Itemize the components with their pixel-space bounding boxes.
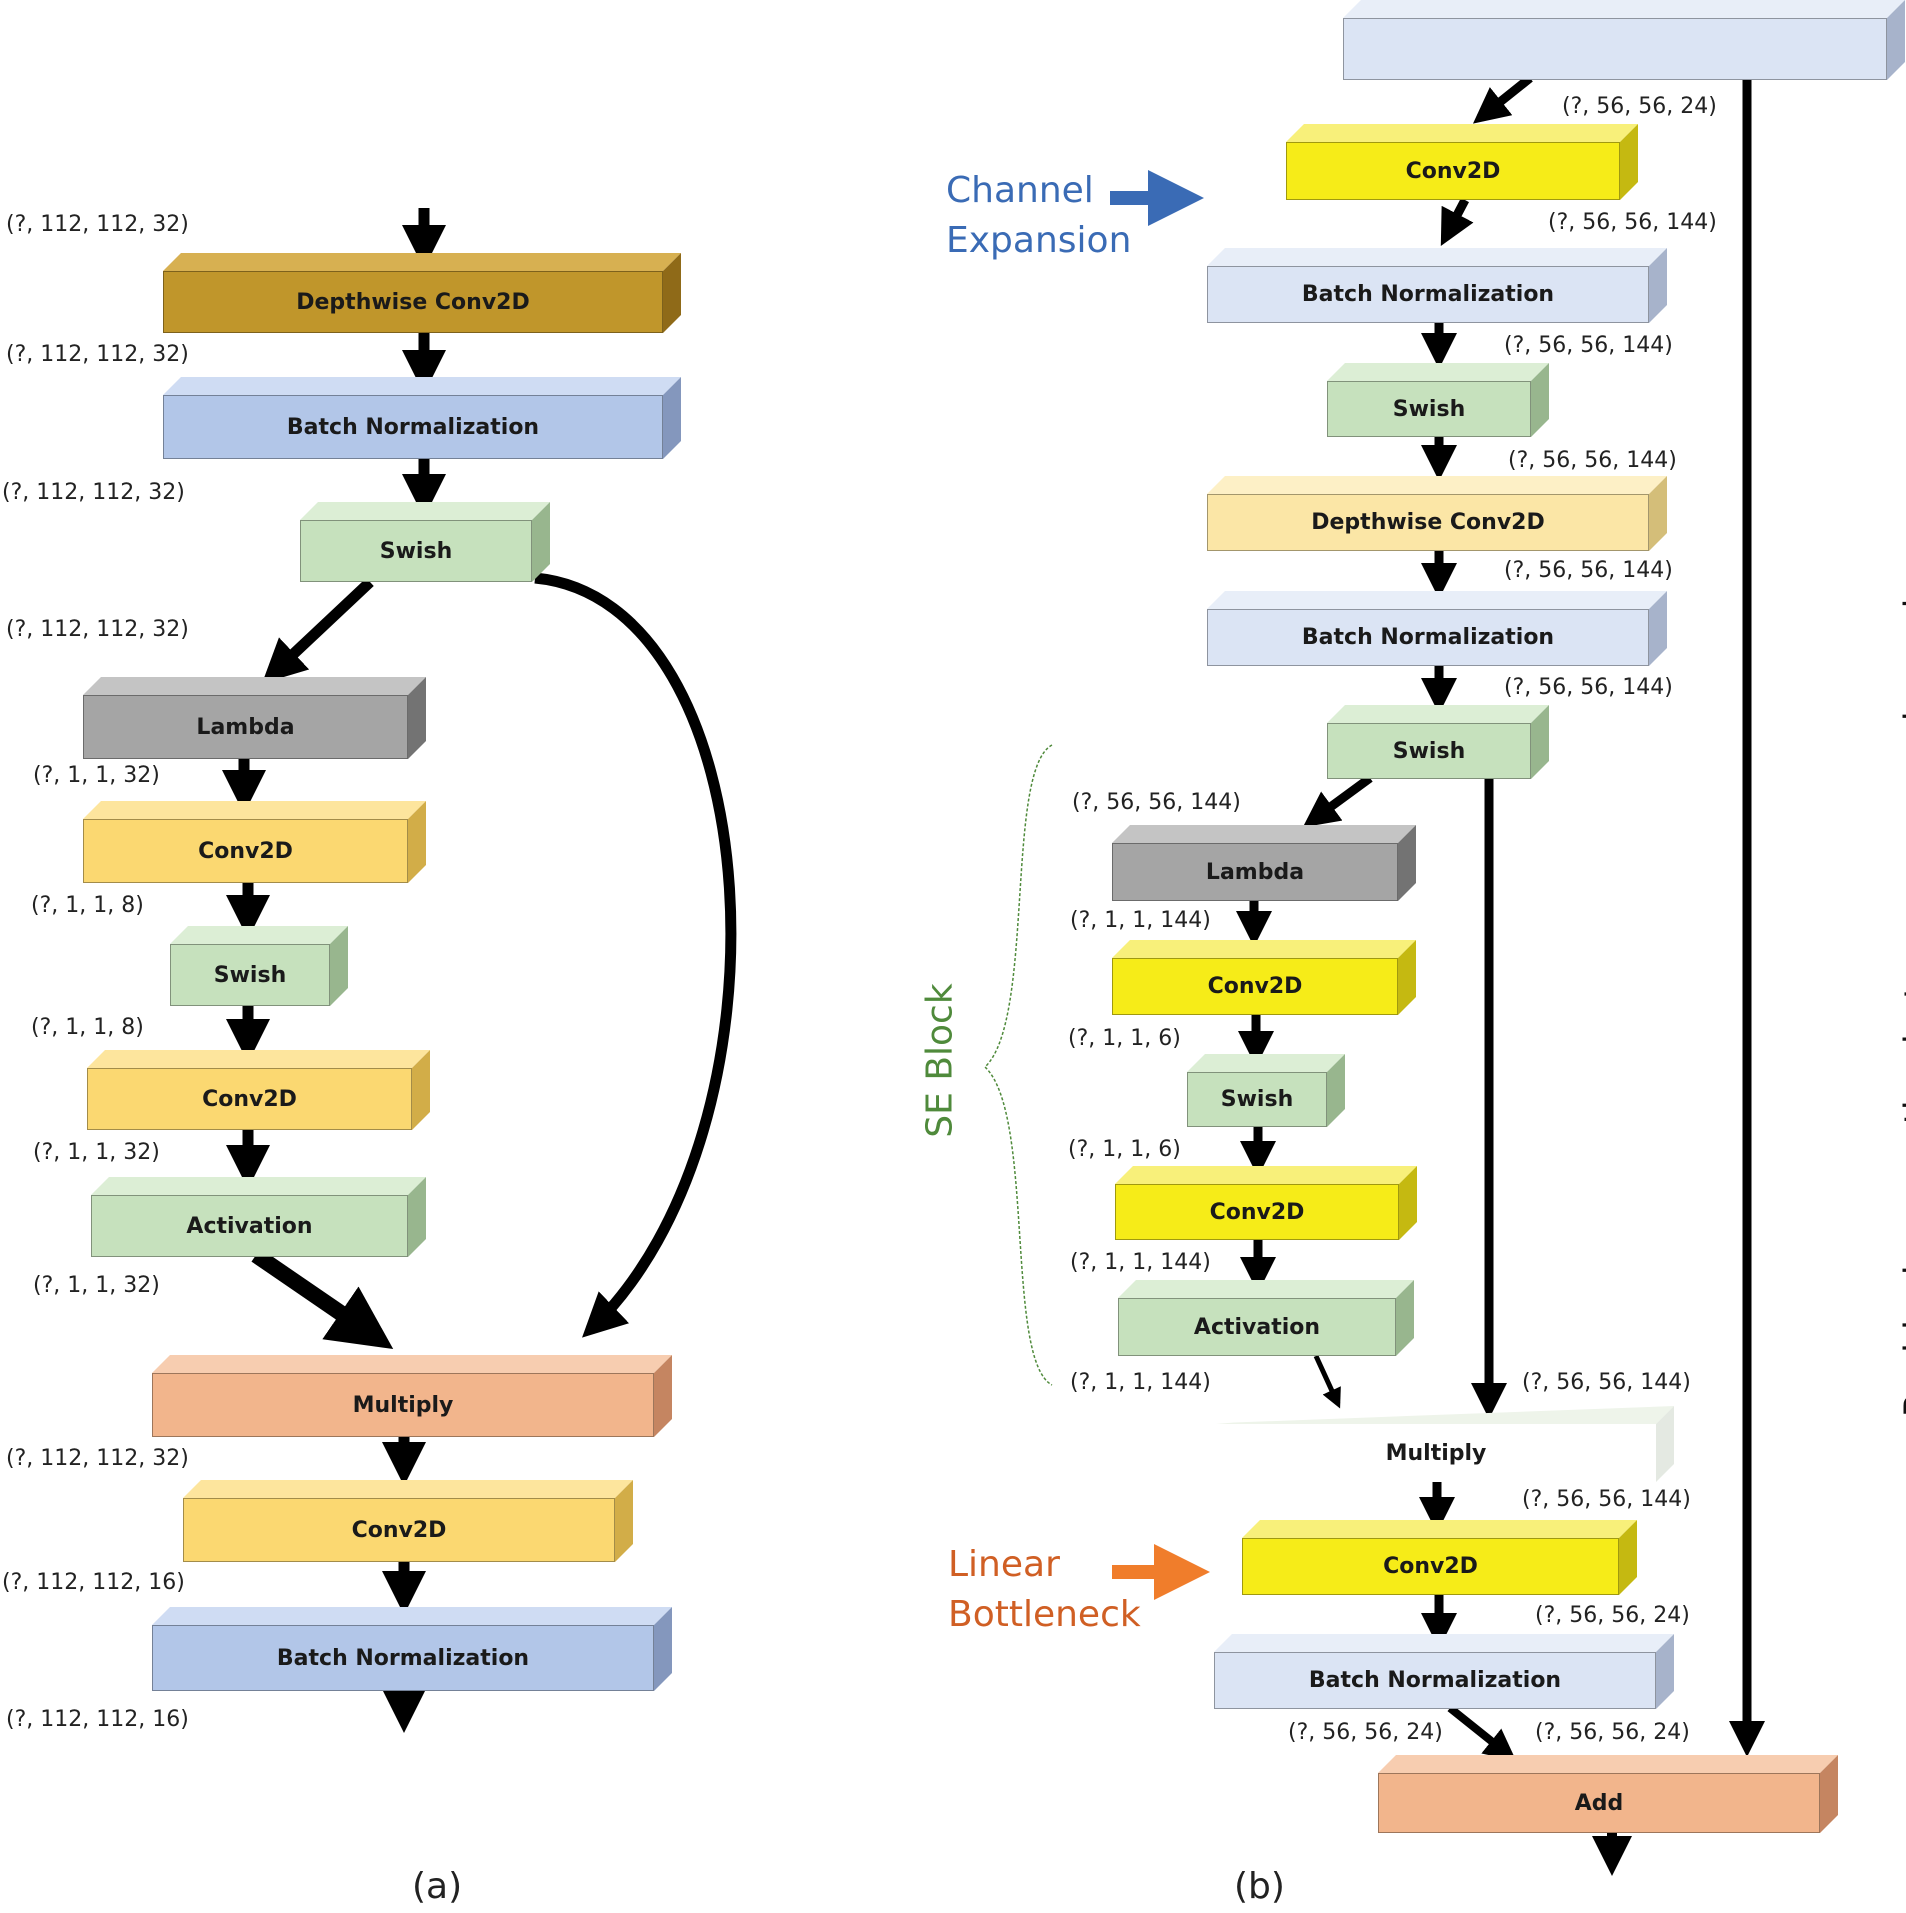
shape-label: (?, 1, 1, 6) (1068, 1137, 1181, 1162)
activation-block: Activation (91, 1177, 426, 1257)
shape-label: (?, 112, 112, 32) (6, 342, 189, 367)
shape-label: (?, 112, 112, 32) (6, 1446, 189, 1471)
shape-label: (?, 56, 56, 144) (1072, 790, 1241, 815)
shape-label: (?, 1, 1, 144) (1070, 1250, 1211, 1275)
shape-label: (?, 112, 112, 32) (2, 480, 185, 505)
conv2d-block: Conv2D (83, 801, 426, 883)
se-block-note: SE Block (919, 983, 961, 1138)
arrow-b-2 (1440, 197, 1474, 246)
multiply-block: Multiply (1216, 1406, 1674, 1482)
multiply-label: Multiply (1385, 1440, 1487, 1466)
arrow-b-7 (1302, 774, 1373, 828)
shape-label: (?, 56, 56, 24) (1535, 1603, 1690, 1628)
shape-label: (?, 112, 112, 16) (2, 1570, 185, 1595)
conv2d-label: Conv2D (1383, 1554, 1478, 1579)
batch-normalization-block: Batch Normalization (152, 1607, 672, 1691)
swish-label: Swish (1392, 396, 1466, 422)
shape-label: (?, 112, 112, 32) (6, 212, 189, 237)
shape-label: (?, 56, 56, 144) (1522, 1487, 1691, 1512)
activation-label: Activation (1193, 1314, 1321, 1340)
shape-label: (?, 1, 1, 144) (1070, 1370, 1211, 1395)
arrow-a-8 (251, 1248, 394, 1350)
conv2d-label: Conv2D (351, 1517, 447, 1543)
lambda-label: Lambda (196, 714, 295, 740)
shape-label: (?, 1, 1, 6) (1068, 1026, 1181, 1051)
batch-normalization-block: Batch Normalization (163, 377, 681, 459)
batch-normalization-label: Batch Normalization (276, 1645, 530, 1671)
conv2d-block: Conv2D (1286, 124, 1638, 200)
lambda-label: Lambda (1205, 859, 1305, 885)
shape-label: (?, 56, 56, 144) (1504, 333, 1673, 358)
shape-label: (?, 56, 56, 144) (1504, 675, 1673, 700)
caption-b: (b) (1234, 1866, 1285, 1907)
shape-label: (?, 1, 1, 8) (31, 1015, 144, 1040)
activation-block: Activation (1118, 1280, 1414, 1356)
shape-label: (?, 56, 56, 24) (1535, 1720, 1690, 1745)
residual-note: Residual connection between narrow chann… (1897, 579, 1906, 1418)
swish-block: Swish (1327, 363, 1549, 437)
shape-label: (?, 1, 1, 144) (1070, 908, 1211, 933)
arrow-a-skip (534, 572, 737, 1338)
shape-label: (?, 1, 1, 8) (31, 893, 144, 918)
input-block (1343, 0, 1905, 80)
shape-label: (?, 56, 56, 144) (1522, 1370, 1691, 1395)
conv2d-label: Conv2D (1405, 158, 1501, 184)
conv2d-label: Conv2D (1209, 1199, 1305, 1225)
depthwise-conv2d-label: Depthwise Conv2D (1311, 510, 1545, 535)
conv2d-label: Conv2D (202, 1086, 297, 1112)
swish-label: Swish (1220, 1087, 1294, 1112)
shape-label: (?, 1, 1, 32) (33, 763, 160, 788)
swish-label: Swish (379, 538, 453, 564)
conv2d-block: Conv2D (183, 1480, 633, 1562)
lambda-block: Lambda (83, 677, 426, 759)
conv2d-block: Conv2D (1115, 1166, 1417, 1240)
shape-label: (?, 56, 56, 144) (1504, 558, 1673, 583)
shape-label: (?, 1, 1, 32) (33, 1140, 160, 1165)
swish-block: Swish (170, 926, 348, 1006)
activation-label: Activation (186, 1213, 313, 1239)
add-block: Add (1378, 1755, 1838, 1833)
shape-label: (?, 56, 56, 144) (1548, 210, 1717, 235)
conv2d-block: Conv2D (87, 1050, 430, 1130)
swish-block: Swish (1327, 705, 1549, 779)
linear-bottleneck-note: Linear Bottleneck (948, 1544, 1141, 1635)
batch-normalization-label: Batch Normalization (1308, 1668, 1562, 1693)
conv2d-label: Conv2D (198, 838, 293, 864)
arrow-b-12 (1313, 1354, 1341, 1409)
batch-normalization-block: Batch Normalization (1207, 591, 1667, 666)
multiply-block: Multiply (152, 1355, 672, 1437)
batch-normalization-block: Batch Normalization (1214, 1634, 1674, 1709)
arrow-b-1 (1472, 74, 1533, 124)
depthwise-conv2d-block: Depthwise Conv2D (163, 253, 681, 333)
batch-normalization-label: Batch Normalization (1301, 282, 1555, 307)
lambda-block: Lambda (1112, 825, 1416, 901)
se-block-brace (983, 744, 1053, 1386)
shape-label: (?, 56, 56, 24) (1288, 1720, 1443, 1745)
shape-label: (?, 1, 1, 32) (33, 1273, 160, 1298)
batch-normalization-block: Batch Normalization (1207, 248, 1667, 323)
caption-a: (a) (412, 1866, 463, 1907)
shape-label: (?, 56, 56, 144) (1508, 448, 1677, 473)
depthwise-conv2d-label: Depthwise Conv2D (296, 289, 530, 315)
shape-label: (?, 112, 112, 32) (6, 617, 189, 642)
add-label: Add (1574, 1790, 1624, 1816)
arrow-b-16 (1447, 1704, 1517, 1761)
conv2d-block: Conv2D (1242, 1520, 1637, 1595)
conv2d-label: Conv2D (1207, 974, 1303, 999)
depthwise-conv2d-block: Depthwise Conv2D (1207, 476, 1667, 551)
batch-normalization-label: Batch Normalization (286, 414, 540, 440)
multiply-label: Multiply (352, 1392, 454, 1418)
swish-block: Swish (300, 502, 550, 582)
channel-expansion-note: Channel Expansion (946, 170, 1132, 261)
swish-label: Swish (213, 962, 287, 988)
swish-block: Swish (1187, 1054, 1345, 1127)
conv2d-block: Conv2D (1112, 940, 1416, 1015)
batch-normalization-label: Batch Normalization (1301, 625, 1555, 650)
shape-label: (?, 56, 56, 24) (1562, 94, 1717, 119)
shape-label: (?, 112, 112, 16) (6, 1707, 189, 1732)
swish-label: Swish (1392, 738, 1466, 764)
arrow-a-3 (261, 577, 374, 684)
